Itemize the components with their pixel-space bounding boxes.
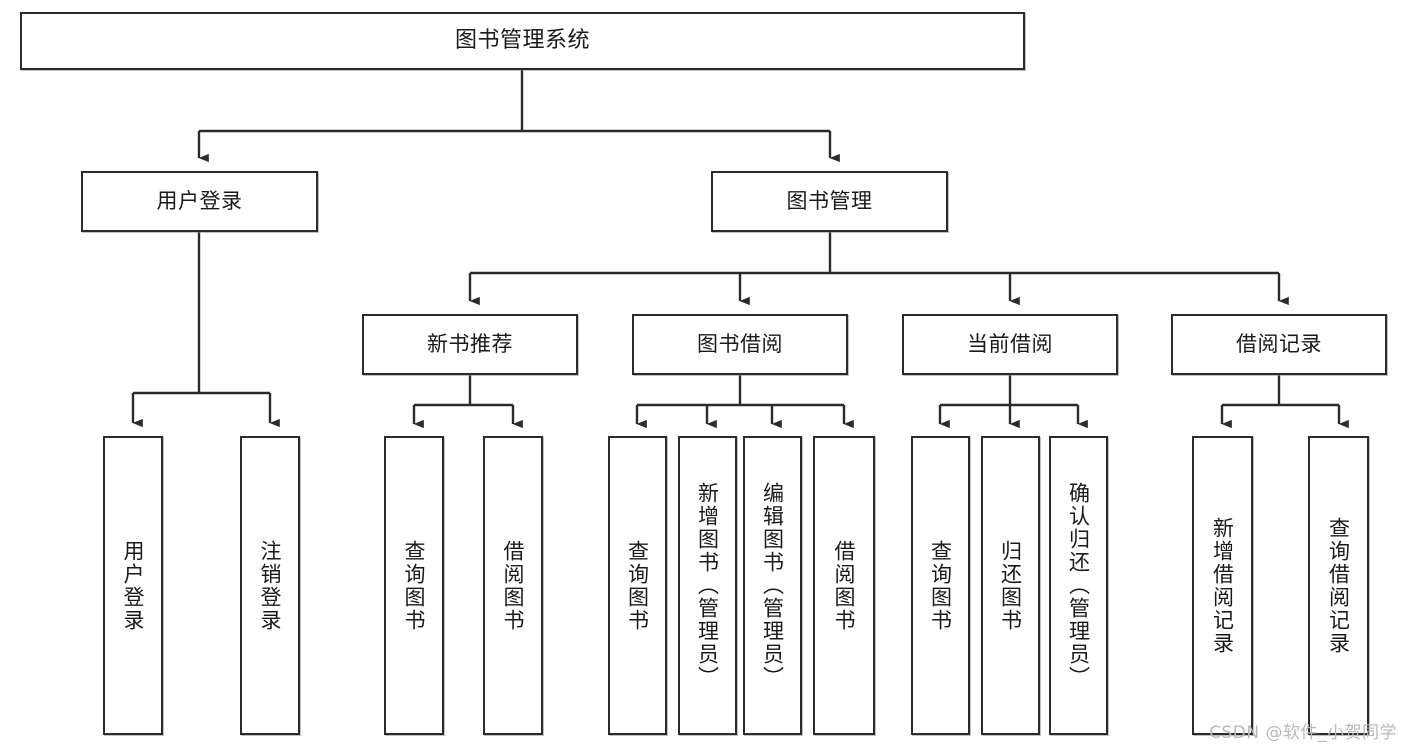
node-book-management[interactable]: 图书管理 bbox=[711, 171, 948, 232]
leaf-cur-confirm-return[interactable]: 确认归还（管理员） bbox=[1049, 436, 1108, 735]
leaf-do-login[interactable]: 用户登录 bbox=[103, 436, 163, 735]
node-label: 用户登录 bbox=[121, 539, 146, 632]
node-label: 查询图书 bbox=[402, 539, 427, 632]
node-label: 用户登录 bbox=[156, 189, 243, 214]
node-label: 查询借阅记录 bbox=[1326, 516, 1351, 655]
node-label: 新书推荐 bbox=[427, 332, 513, 357]
leaf-query-borrow-record[interactable]: 查询借阅记录 bbox=[1308, 436, 1369, 735]
node-label: 当前借阅 bbox=[967, 332, 1053, 357]
node-current-borrow[interactable]: 当前借阅 bbox=[902, 314, 1118, 375]
leaf-cur-return-book[interactable]: 归还图书 bbox=[981, 436, 1040, 735]
leaf-borrow-add-book[interactable]: 新增图书（管理员） bbox=[678, 436, 737, 735]
node-label: 查询图书 bbox=[625, 539, 650, 632]
node-root-library-system[interactable]: 图书管理系统 bbox=[20, 12, 1025, 70]
leaf-rec-query-book[interactable]: 查询图书 bbox=[384, 436, 444, 735]
node-label: 新增借阅记录 bbox=[1210, 516, 1235, 655]
node-label: 新增图书（管理员） bbox=[695, 482, 720, 689]
leaf-borrow-edit-book[interactable]: 编辑图书（管理员） bbox=[743, 436, 802, 735]
node-new-book-recommend[interactable]: 新书推荐 bbox=[362, 314, 578, 375]
leaf-rec-borrow-book[interactable]: 借阅图书 bbox=[483, 436, 543, 735]
node-borrow-record[interactable]: 借阅记录 bbox=[1171, 314, 1387, 375]
leaf-do-logout[interactable]: 注销登录 bbox=[240, 436, 300, 735]
leaf-borrow-borrow-book[interactable]: 借阅图书 bbox=[813, 436, 875, 735]
node-label: 查询图书 bbox=[928, 539, 953, 632]
node-label: 借阅记录 bbox=[1236, 332, 1322, 357]
node-label: 借阅图书 bbox=[832, 539, 857, 632]
csdn-watermark: CSDN @软件_小贺同学 bbox=[1209, 723, 1397, 743]
leaf-add-borrow-record[interactable]: 新增借阅记录 bbox=[1192, 436, 1253, 735]
node-label: 注销登录 bbox=[258, 539, 283, 632]
node-label: 图书管理 bbox=[786, 189, 873, 214]
leaf-cur-query-book[interactable]: 查询图书 bbox=[911, 436, 970, 735]
node-label: 图书管理系统 bbox=[454, 28, 590, 54]
node-label: 编辑图书（管理员） bbox=[760, 482, 785, 689]
node-label: 图书借阅 bbox=[697, 332, 783, 357]
node-label: 确认归还（管理员） bbox=[1066, 482, 1091, 689]
node-label: 借阅图书 bbox=[501, 539, 526, 632]
leaf-borrow-query-book[interactable]: 查询图书 bbox=[608, 436, 667, 735]
node-user-login[interactable]: 用户登录 bbox=[81, 171, 318, 232]
node-book-borrow[interactable]: 图书借阅 bbox=[632, 314, 848, 375]
node-label: 归还图书 bbox=[998, 539, 1023, 632]
